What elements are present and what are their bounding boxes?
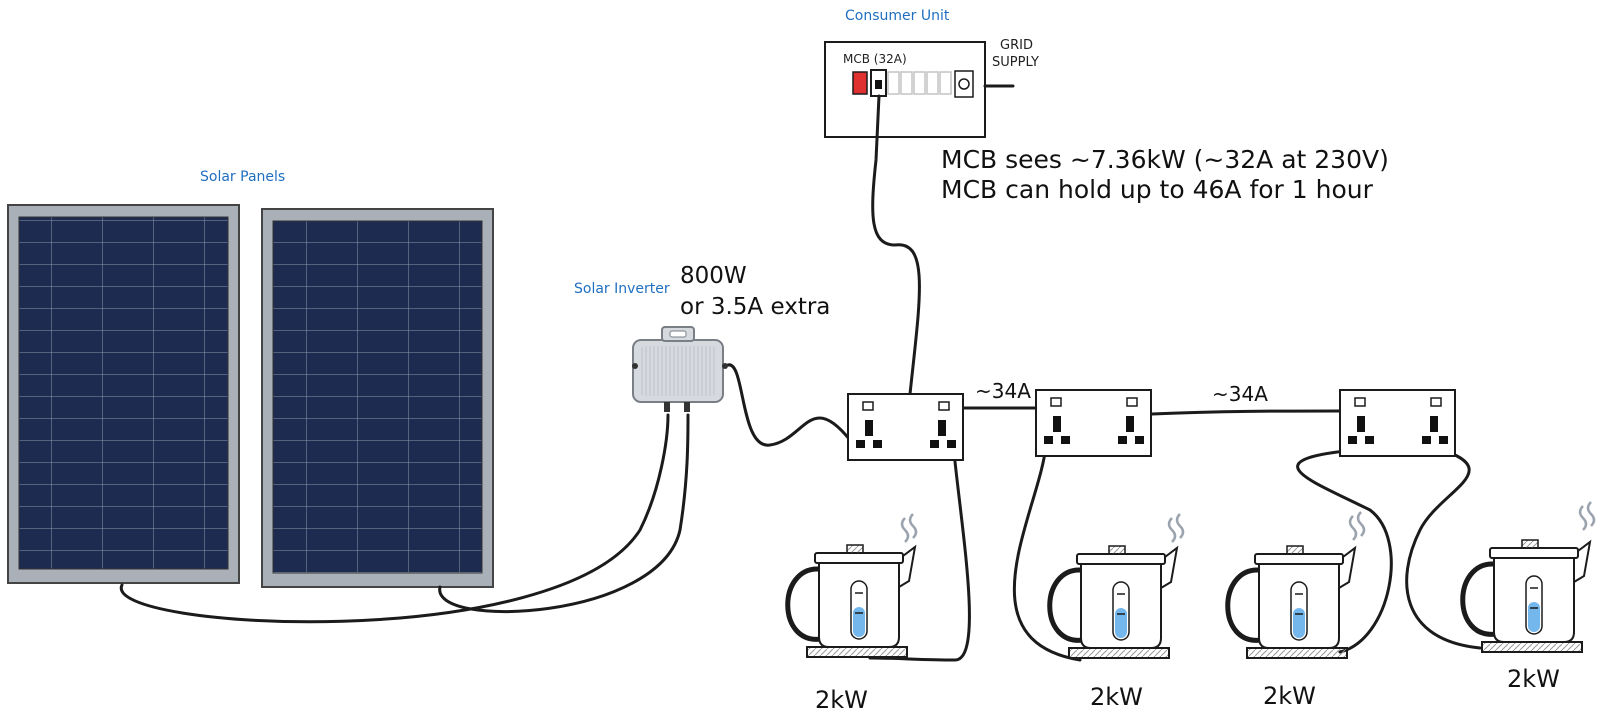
steam-icon xyxy=(1348,510,1366,542)
kettle-4-lead xyxy=(1405,446,1482,650)
solar-panel-icon xyxy=(272,220,483,574)
steam-icon xyxy=(900,512,918,544)
kettle-4 xyxy=(1463,540,1590,652)
current-label-link-1: ~34A xyxy=(975,379,1031,403)
kettle-1-lead xyxy=(868,440,971,662)
consumer-unit: MCB (32A) xyxy=(824,41,1015,138)
mcb-32a xyxy=(870,69,887,97)
consumer-unit-label: Consumer Unit xyxy=(845,8,950,24)
kettle-2-lead xyxy=(1012,443,1082,662)
mcb-note-line1: MCB sees ~7.36kW (~32A at 230V) xyxy=(941,145,1389,174)
solar-inverter xyxy=(632,326,728,412)
kettle-3-power: 2kW xyxy=(1263,682,1316,710)
kettle-3 xyxy=(1228,546,1355,658)
grid-supply-label-line2: SUPPLY xyxy=(992,55,1039,70)
solar-panel-2 xyxy=(261,208,494,588)
inverter-output-line1: 800W xyxy=(680,263,747,289)
kettle-1-power: 2kW xyxy=(815,686,868,714)
ring-link-2 xyxy=(1150,409,1342,416)
panel-1-cable xyxy=(120,413,670,624)
kettle-2 xyxy=(1050,546,1177,658)
panel-2-cable xyxy=(438,413,690,614)
solar-panel-1 xyxy=(7,204,240,584)
double-socket-1 xyxy=(847,393,964,461)
steam-icon xyxy=(1578,500,1596,532)
steam-icon xyxy=(1167,512,1185,544)
breaker-icon xyxy=(852,71,868,95)
solar-panels-label: Solar Panels xyxy=(200,169,285,185)
kettle-2-power: 2kW xyxy=(1090,683,1143,711)
solar-panel-icon xyxy=(18,216,229,570)
kettle-3-lead xyxy=(1296,448,1393,654)
inverter-output-line2: or 3.5A extra xyxy=(680,294,830,320)
mcb-supply-cable xyxy=(871,94,921,396)
inverter-output-cable xyxy=(726,363,852,447)
solar-inverter-label: Solar Inverter xyxy=(574,281,670,297)
double-socket-2 xyxy=(1035,389,1152,457)
mcb-note-line2: MCB can hold up to 46A for 1 hour xyxy=(941,175,1374,204)
double-socket-3 xyxy=(1339,389,1456,457)
kettle-4-power: 2kW xyxy=(1507,665,1560,693)
mcb-rating-label: MCB (32A) xyxy=(843,52,907,66)
current-label-link-2: ~34A xyxy=(1212,382,1268,406)
grid-supply-label-line1: GRID xyxy=(1000,38,1033,53)
kettle-1 xyxy=(788,545,915,657)
